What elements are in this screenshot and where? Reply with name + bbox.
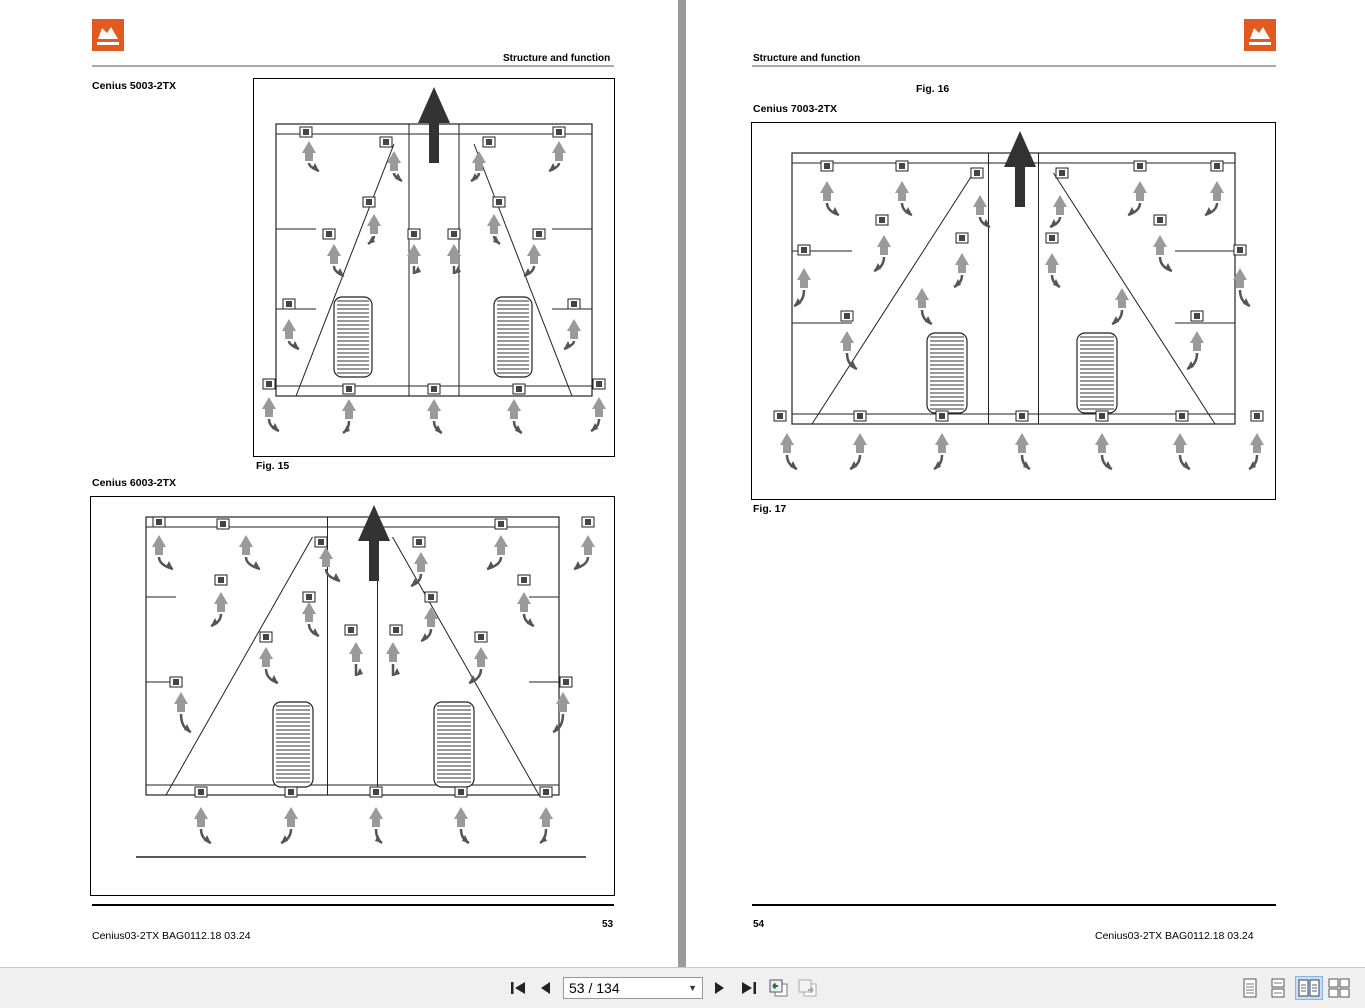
page-number-select[interactable]: 53 / 134 ▼ — [563, 977, 703, 999]
fig-6003-diagram — [90, 496, 615, 896]
facing-view-button[interactable] — [1295, 976, 1323, 1000]
last-page-icon — [742, 982, 756, 994]
header-title: Structure and function — [753, 53, 861, 64]
fig-7003-diagram — [751, 122, 1276, 500]
page-number: 54 — [753, 919, 765, 930]
figure-caption: Fig. 15 — [256, 460, 290, 472]
continuous-view-button[interactable] — [1266, 976, 1290, 1000]
figure-caption: Fig. 16 — [916, 83, 950, 95]
next-page-button[interactable] — [708, 976, 732, 1000]
continuous-facing-icon — [1328, 978, 1350, 998]
next-page-icon — [715, 982, 724, 994]
footer-document-code: Cenius03-2TX BAG0112.18 03.24 — [1095, 930, 1254, 942]
document-viewer: Structure and function Cenius 5003-2TX F… — [0, 0, 1365, 967]
figure-model-label: Cenius 7003-2TX — [753, 103, 838, 115]
facing-pages-icon — [1298, 979, 1320, 997]
continuous-facing-view-button[interactable] — [1327, 976, 1351, 1000]
viewer-toolbar: 53 / 134 ▼ — [0, 967, 1365, 1008]
footer-rule — [92, 904, 614, 906]
figure-caption: Fig. 17 — [753, 503, 787, 515]
single-page-view-button[interactable] — [1238, 976, 1262, 1000]
first-page-icon — [511, 982, 525, 994]
chevron-down-icon: ▼ — [688, 983, 697, 993]
last-page-button[interactable] — [737, 976, 761, 1000]
amazone-logo-icon — [92, 19, 124, 51]
page-indicator: 53 / 134 — [569, 980, 620, 996]
figure-model-label: Cenius 5003-2TX — [92, 80, 177, 92]
next-view-button[interactable] — [796, 976, 820, 1000]
previous-view-button[interactable] — [767, 976, 791, 1000]
continuous-page-icon — [1271, 978, 1285, 998]
page-number: 53 — [602, 919, 614, 930]
header-title: Structure and function — [503, 53, 611, 64]
footer-document-code: Cenius03-2TX BAG0112.18 03.24 — [92, 930, 251, 942]
fig-15-diagram — [253, 78, 615, 457]
amazone-logo-icon — [1244, 19, 1276, 51]
previous-page-button[interactable] — [533, 976, 557, 1000]
header-rule — [752, 65, 1276, 67]
footer-rule — [752, 904, 1276, 906]
page-53: Structure and function Cenius 5003-2TX F… — [0, 0, 678, 967]
single-page-icon — [1243, 978, 1257, 998]
previous-view-icon — [769, 979, 788, 997]
first-page-button[interactable] — [506, 976, 530, 1000]
page-54: Structure and function Fig. 16 Cenius 70… — [686, 0, 1365, 967]
previous-page-icon — [541, 982, 550, 994]
header-rule — [92, 65, 614, 67]
next-view-icon — [798, 979, 817, 997]
figure-model-label: Cenius 6003-2TX — [92, 477, 177, 489]
